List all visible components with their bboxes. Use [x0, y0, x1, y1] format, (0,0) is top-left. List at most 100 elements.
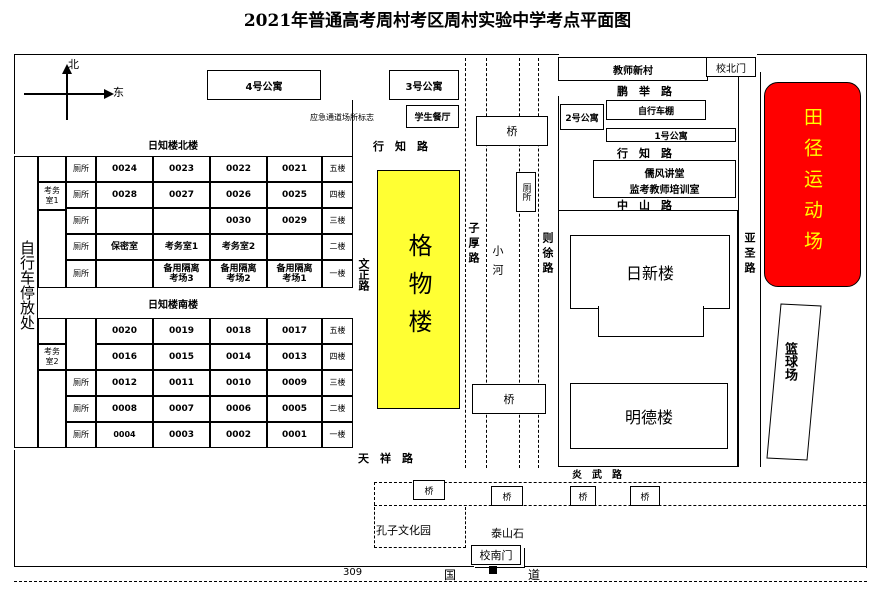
apartment-4: 4号公寓	[207, 70, 321, 100]
bridge-3: 桥	[570, 486, 596, 506]
room-0023: 0023	[153, 156, 210, 182]
south-stairs	[38, 318, 66, 344]
compass-east-label: 东	[113, 86, 124, 99]
bike-parking-label: 自行车停放处	[18, 240, 36, 330]
south-floor-2: 二楼	[322, 396, 353, 422]
boundary-bottom	[14, 566, 867, 567]
room-0006: 0006	[210, 396, 267, 422]
road-tianxiang: 天 祥 路	[358, 452, 413, 465]
south-stair-col	[66, 318, 96, 370]
river-line-4	[538, 58, 539, 468]
south-toilet-2: 厕所	[66, 396, 96, 422]
north-floor-4: 四楼	[322, 182, 353, 208]
river-line-3	[519, 58, 520, 468]
south-toilet-3: 厕所	[66, 370, 96, 396]
room-0015: 0015	[153, 344, 210, 370]
south-gate-marker	[489, 566, 497, 574]
national-road-number: 309	[343, 567, 363, 578]
room-0022: 0022	[210, 156, 267, 182]
room-0027: 0027	[153, 182, 210, 208]
north-floor-2: 二楼	[322, 234, 353, 260]
confucius-garden	[374, 507, 466, 548]
river-bridge-south-label: 桥	[503, 393, 515, 406]
room-0020: 0020	[96, 318, 153, 344]
north-toilet-1: 厕所	[66, 260, 96, 288]
north-building-title: 日知楼北楼	[148, 141, 198, 152]
teacher-village: 教师新村	[558, 57, 708, 81]
road-zexu: 则徐路	[541, 232, 554, 277]
room-0012: 0012	[96, 370, 153, 396]
room-0001: 0001	[267, 422, 322, 448]
room-0024: 0024	[96, 156, 153, 182]
taishan-stone-label: 泰山石	[491, 527, 524, 540]
north-floor-3: 三楼	[322, 208, 353, 234]
north-left-block	[38, 210, 66, 288]
wenzheng-line	[352, 100, 353, 160]
north-floor-5: 五楼	[322, 156, 353, 182]
south-building-title: 日知楼南楼	[148, 300, 198, 311]
room-0030: 0030	[210, 208, 267, 234]
isolation-room-3: 备用隔离考场3	[153, 260, 210, 288]
north-building: 考务室1 厕所 厕所 厕所 厕所 厕所 0024 0023 0022 0021 …	[38, 156, 353, 288]
road-yasheng: 亚圣路	[743, 232, 756, 277]
river-bridge-north-label: 桥	[506, 125, 518, 138]
boundary-right	[866, 54, 867, 568]
room-0011: 0011	[153, 370, 210, 396]
road-zhongshan: 中 山 路	[617, 199, 672, 212]
north-toilet-3: 厕所	[66, 208, 96, 234]
basketball-court-shape	[766, 303, 822, 461]
bridge-2-label: 桥	[502, 492, 512, 503]
yasheng-east-line	[760, 72, 761, 467]
basketball-label: 篮球场	[782, 342, 797, 381]
south-floor-1: 一楼	[322, 422, 353, 448]
room-north-1a	[96, 260, 153, 288]
river-bridge-south: 桥	[472, 384, 546, 414]
south-gate[interactable]: 校南门	[471, 545, 521, 565]
boundary-top	[14, 54, 559, 55]
road-pengju: 鹏 举 路	[617, 85, 672, 98]
yanwu-road-top	[374, 482, 866, 483]
road-wenzheng: 文正路	[357, 258, 370, 291]
room-north-2d	[267, 234, 322, 260]
rixin-label: 日新楼	[625, 264, 674, 283]
track-field-label: 田径运动场	[801, 107, 823, 262]
room-north-3a	[96, 208, 153, 234]
national-road-label-b: 道	[528, 568, 541, 582]
bike-shed: 自行车棚	[606, 100, 706, 120]
room-0005: 0005	[267, 396, 322, 422]
room-0028: 0028	[96, 182, 153, 208]
room-0004: 0004	[96, 422, 153, 448]
room-0026: 0026	[210, 182, 267, 208]
national-road-label-a: 国	[444, 568, 457, 582]
room-0019: 0019	[153, 318, 210, 344]
north-stairs	[38, 156, 66, 182]
road-yanwu: 炎 武 路	[572, 470, 622, 481]
room-0016: 0016	[96, 344, 153, 370]
boundary-left-low	[14, 450, 15, 566]
bridge-4: 桥	[630, 486, 660, 506]
south-building: 考务室2 厕所 厕所 厕所 0020 0019 0018 0017 0016 0…	[38, 318, 353, 448]
river-label: 小河	[491, 245, 504, 283]
river-line-2	[486, 58, 487, 468]
north-gate[interactable]: 校北门	[706, 57, 756, 77]
south-floor-5: 五楼	[322, 318, 353, 344]
boundary-top-right	[757, 54, 867, 55]
bridge-2: 桥	[491, 486, 523, 506]
bike-parking	[14, 156, 38, 448]
yanwu-road-bottom	[374, 505, 866, 506]
room-0002: 0002	[210, 422, 267, 448]
confidential-room: 保密室	[96, 234, 153, 260]
south-exam-staff-room: 考务室2	[38, 344, 66, 370]
bridge-1: 桥	[413, 480, 445, 500]
north-toilet-5: 厕所	[66, 156, 96, 182]
room-0025: 0025	[267, 182, 322, 208]
room-north-3b	[153, 208, 210, 234]
south-floor-3: 三楼	[322, 370, 353, 396]
track-field: 田径运动场	[764, 82, 861, 287]
road-xingzhi-west: 行 知 路	[373, 140, 428, 153]
toilet-middle-label: 厕所	[520, 183, 531, 201]
boundary-left	[14, 54, 15, 154]
room-0021: 0021	[267, 156, 322, 182]
river-bridge-north: 桥	[476, 116, 548, 146]
page-title: 2021年普通高考周村考区周村实验中学考点平面图	[243, 11, 632, 31]
